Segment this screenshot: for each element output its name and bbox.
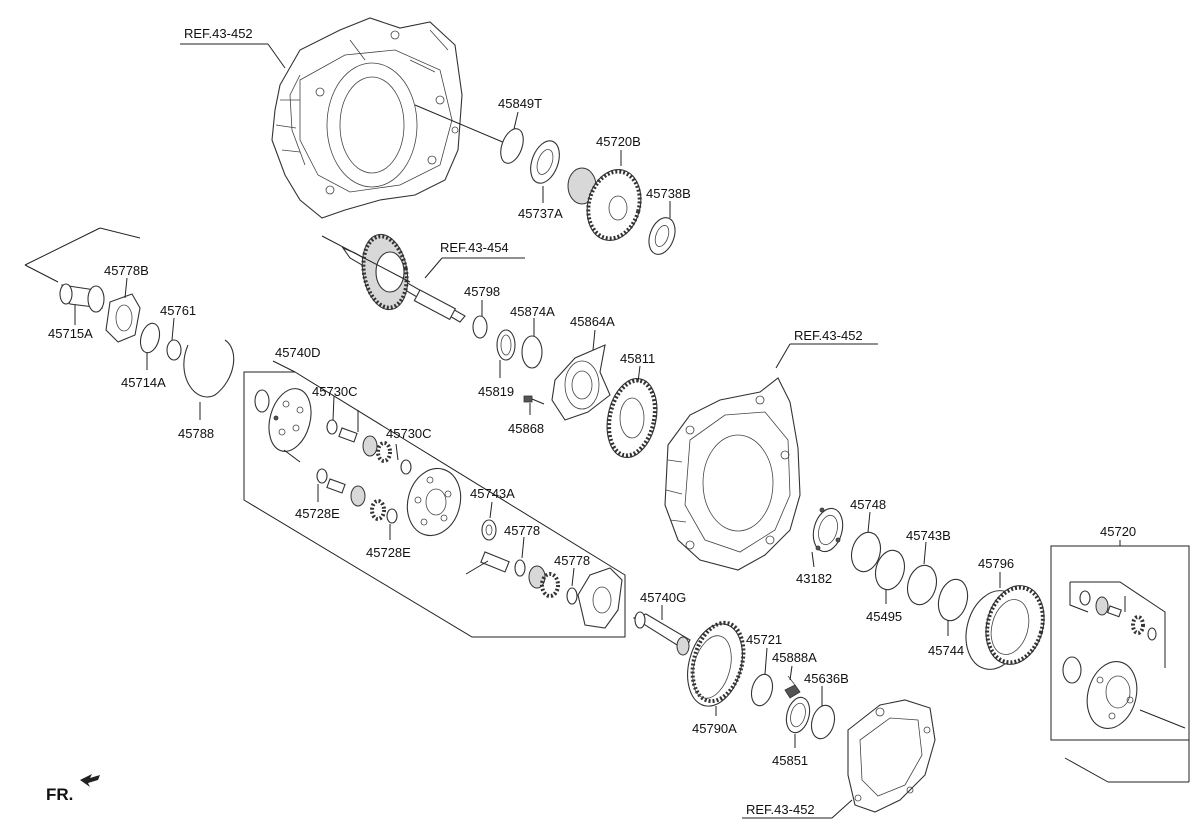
washer-45730C-b <box>400 459 412 475</box>
shaft-45740G <box>632 611 691 656</box>
ref-label-43-452-middle: REF.43-452 <box>794 328 863 343</box>
part-label-45740G: 45740G <box>640 590 686 605</box>
ring-45636B <box>810 704 836 740</box>
bearing-45738B <box>648 217 676 255</box>
part-label-45748: 45748 <box>850 497 886 512</box>
ref-label-43-452-bottom: REF.43-452 <box>746 802 815 817</box>
transmission-case-middle <box>664 377 801 571</box>
part-label-45720: 45720 <box>1100 524 1136 539</box>
part-label-45874A: 45874A <box>510 304 555 319</box>
inset-subassembly <box>1062 581 1186 729</box>
part-label-45778-a: 45778 <box>504 523 540 538</box>
ring-45874A <box>521 335 543 369</box>
part-label-45737A: 45737A <box>518 206 563 221</box>
retainer-45778B <box>105 293 141 343</box>
part-label-45728E-a: 45728E <box>295 506 340 521</box>
ring-45744 <box>937 578 969 622</box>
part-label-45720B: 45720B <box>596 134 641 149</box>
part-label-45636B: 45636B <box>804 671 849 686</box>
part-label-45744: 45744 <box>928 643 964 658</box>
part-label-45761: 45761 <box>160 303 196 318</box>
transmission-case-top <box>271 17 463 219</box>
snap-ring-45849T <box>500 128 524 164</box>
ring-45495 <box>874 549 906 591</box>
part-label-45495: 45495 <box>866 609 902 624</box>
part-label-45851: 45851 <box>772 753 808 768</box>
ring-45748 <box>850 531 882 573</box>
front-arrow-icon <box>80 774 100 787</box>
clip-45888A <box>784 675 801 699</box>
pin-lower <box>326 478 346 494</box>
washer-left <box>254 389 270 413</box>
sleeve-45778 <box>480 551 510 573</box>
part-label-45715A: 45715A <box>48 326 93 341</box>
bearing-45851 <box>785 696 811 734</box>
clutch-drum-45796 <box>965 585 1045 670</box>
part-label-45811: 45811 <box>620 351 655 366</box>
part-label-45743B: 45743B <box>906 528 951 543</box>
pin-upper <box>338 427 358 443</box>
part-label-45888A: 45888A <box>772 650 817 665</box>
part-label-45740D: 45740D <box>275 345 321 360</box>
ring-gear-45790A <box>687 620 746 707</box>
part-label-45849T: 45849T <box>498 96 542 111</box>
part-label-45728E-b: 45728E <box>366 545 411 560</box>
front-direction-label: FR. <box>46 785 73 804</box>
cover-45864A <box>551 344 611 421</box>
gear-45811 <box>606 378 658 458</box>
ring-45761 <box>166 339 182 361</box>
washer-45728E-a <box>316 468 328 484</box>
carrier-45740D <box>406 467 462 537</box>
ref-label-43-454: REF.43-454 <box>440 240 509 255</box>
part-label-45730C-b: 45730C <box>386 426 432 441</box>
snap-ring-45721 <box>750 673 774 707</box>
washer-45730C-a <box>326 419 338 435</box>
part-label-45790A: 45790A <box>692 721 737 736</box>
part-label-45798: 45798 <box>464 284 500 299</box>
ref-label-43-452-top: REF.43-452 <box>184 26 253 41</box>
part-label-45819: 45819 <box>478 384 514 399</box>
part-label-45743A: 45743A <box>470 486 515 501</box>
part-label-45730C-a: 45730C <box>312 384 358 399</box>
shim-45714A <box>139 322 161 354</box>
bearing-45819 <box>496 329 516 361</box>
part-label-45788: 45788 <box>178 426 214 441</box>
bolt-45868 <box>523 395 545 405</box>
transmission-cover-bottom <box>847 699 936 813</box>
roller-bearing-45778 <box>528 565 560 598</box>
washer-45798 <box>472 315 488 339</box>
snap-ring-45788 <box>183 339 235 398</box>
washer-45728E-b <box>386 508 398 524</box>
needle-bearing-upper <box>362 435 392 463</box>
part-label-45738B: 45738B <box>646 186 691 201</box>
washer-45778-b <box>566 587 578 605</box>
gear-45720B <box>567 167 642 241</box>
leader-line <box>414 104 506 144</box>
part-label-45721: 45721 <box>746 632 782 647</box>
part-label-45778B: 45778B <box>104 263 149 278</box>
part-label-45868: 45868 <box>508 421 544 436</box>
part-label-45864A: 45864A <box>570 314 615 329</box>
carrier-plate-right <box>577 567 623 629</box>
bearing-45715A <box>59 283 105 313</box>
leader-line <box>267 43 286 69</box>
needle-bearing-lower <box>350 485 386 521</box>
carrier-plate-left <box>268 388 312 452</box>
plate-43182 <box>812 507 844 553</box>
part-label-45714A: 45714A <box>121 375 166 390</box>
bearing-45737A <box>530 140 560 184</box>
part-label-45778-b: 45778 <box>554 553 590 568</box>
washer-45778-a <box>514 559 526 577</box>
ring-45743B <box>906 564 938 606</box>
bearing-45743A <box>481 519 497 541</box>
part-label-43182: 43182 <box>796 571 832 586</box>
part-label-45796: 45796 <box>978 556 1014 571</box>
